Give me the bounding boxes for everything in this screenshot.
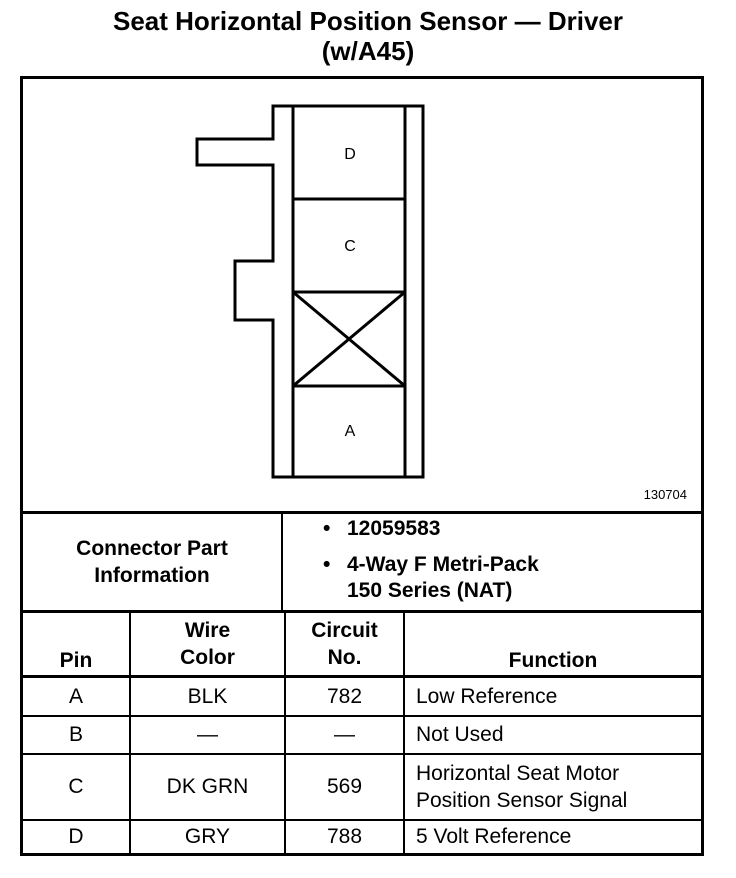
header-pin: Pin bbox=[59, 649, 93, 672]
row-c-pin: C bbox=[68, 775, 84, 798]
row-d-wire-color: GRY bbox=[184, 825, 231, 848]
divider bbox=[23, 715, 701, 717]
row-d-circuit: 788 bbox=[326, 825, 363, 848]
divider bbox=[281, 511, 283, 610]
connector-diagram: D C A 130704 bbox=[23, 79, 701, 511]
divider bbox=[23, 675, 701, 678]
divider bbox=[284, 610, 286, 853]
connector-info-label-line-2: Information bbox=[94, 564, 210, 587]
divider bbox=[23, 819, 701, 821]
row-b-function: Not Used bbox=[416, 723, 504, 746]
row-a-function: Low Reference bbox=[416, 684, 558, 708]
row-b-circuit: — bbox=[334, 723, 355, 746]
page-title: Seat Horizontal Position Sensor — Driver… bbox=[0, 6, 736, 66]
part-description-line-2: 150 Series (NAT) bbox=[347, 579, 513, 602]
row-d-function: 5 Volt Reference bbox=[416, 825, 572, 848]
connector-sheet: D C A 130704 Connector Part Information … bbox=[20, 76, 704, 856]
part-description-item: • 4-Way F Metri-Pack 150 Series (NAT) bbox=[323, 552, 539, 604]
cavity-label-c: C bbox=[344, 238, 356, 255]
blocked-cavity-cross bbox=[292, 290, 406, 388]
row-a-pin: A bbox=[68, 684, 83, 708]
header-function: Function bbox=[508, 649, 598, 672]
header-circuit-line-2: No. bbox=[327, 646, 362, 669]
header-wire-color-line-2: Color bbox=[180, 646, 235, 669]
bullet-icon: • bbox=[323, 517, 331, 540]
connector-info-label-line-1: Connector Part bbox=[76, 537, 228, 560]
divider bbox=[403, 610, 405, 853]
connector-face-drawing: D C A bbox=[195, 104, 425, 479]
row-c-circuit: 569 bbox=[326, 775, 363, 798]
row-c-function: Horizontal Seat Motor Position Sensor Si… bbox=[416, 755, 696, 819]
title-line-2: (w/A45) bbox=[321, 36, 415, 66]
divider bbox=[23, 511, 701, 514]
title-line-1: Seat Horizontal Position Sensor — Driver bbox=[113, 6, 623, 36]
row-a-wire-color: BLK bbox=[187, 684, 228, 708]
part-number: 12059583 bbox=[347, 517, 441, 540]
divider bbox=[23, 753, 701, 755]
header-circuit-no: Circuit No. bbox=[286, 613, 403, 675]
header-circuit-line-1: Circuit bbox=[311, 619, 378, 642]
part-number-item: • 12059583 bbox=[323, 516, 440, 542]
figure-number: 130704 bbox=[643, 487, 687, 502]
divider bbox=[129, 610, 131, 853]
header-wire-color-line-1: Wire bbox=[184, 619, 231, 642]
bullet-icon: • bbox=[323, 553, 331, 576]
row-b-pin: B bbox=[68, 723, 83, 746]
row-a-circuit: 782 bbox=[326, 684, 363, 708]
connector-housing-outline bbox=[195, 104, 425, 479]
cavity-label-a: A bbox=[345, 423, 356, 440]
part-description-line-1: 4-Way F Metri-Pack bbox=[347, 553, 539, 576]
row-d-pin: D bbox=[68, 825, 84, 848]
connector-info-label: Connector Part Information bbox=[23, 514, 281, 610]
row-c-wire-color: DK GRN bbox=[166, 775, 249, 798]
divider bbox=[23, 610, 701, 613]
row-c-function-line-2: Position Sensor Signal bbox=[416, 789, 628, 812]
header-wire-color: Wire Color bbox=[131, 613, 284, 675]
cavity-label-d: D bbox=[344, 146, 356, 163]
row-c-function-line-1: Horizontal Seat Motor bbox=[416, 762, 620, 785]
row-b-wire-color: — bbox=[197, 723, 218, 746]
